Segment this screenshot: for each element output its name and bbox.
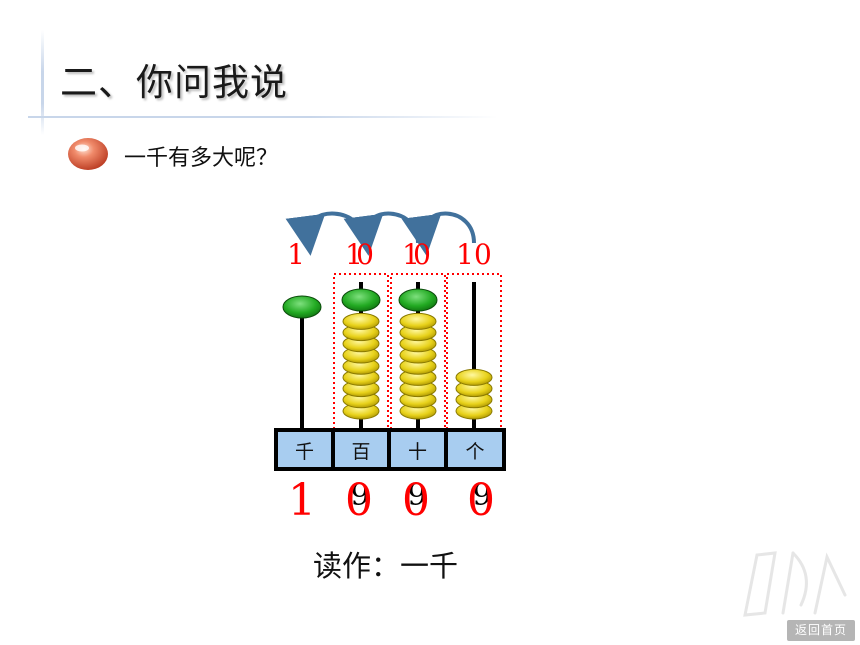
top-place-label: 1	[345, 238, 363, 271]
previous-digit: 9	[472, 478, 491, 513]
place-box	[278, 432, 331, 467]
top-place-label: 10	[456, 238, 492, 271]
title-accent-vertical-line	[41, 30, 44, 135]
question-text: 一千有多大呢？	[124, 146, 279, 171]
green-bead	[341, 288, 381, 312]
place-name-label: 百	[351, 441, 370, 463]
result-digit: 0	[467, 475, 495, 526]
watermark-logo	[743, 551, 847, 617]
top-place-label: 0	[413, 238, 431, 271]
top-place-label: 0	[356, 238, 374, 271]
place-name-label: 十	[408, 441, 427, 463]
top-place-label: 1	[287, 238, 305, 271]
home-button[interactable]: 返回首页	[787, 620, 855, 641]
green-bead	[398, 288, 438, 312]
result-digit: 0	[402, 475, 430, 526]
previous-digit: 9	[350, 478, 369, 513]
green-bead	[282, 295, 322, 319]
yellow-bead	[399, 312, 437, 330]
carry-arrow	[401, 211, 476, 256]
place-box	[448, 432, 502, 467]
result-digit: 1	[288, 475, 316, 526]
place-box	[391, 432, 444, 467]
title-accent-horizontal-line	[28, 116, 498, 118]
result-digit: 0	[345, 475, 373, 526]
place-name-label: 千	[295, 441, 314, 463]
yellow-bead	[455, 368, 493, 386]
top-place-label: 1	[402, 238, 420, 271]
place-name-label: 个	[465, 441, 484, 463]
bullet-ball-icon	[68, 138, 108, 170]
page-title: 二、你问我说	[60, 61, 288, 104]
yellow-bead	[342, 312, 380, 330]
place-box	[335, 432, 387, 467]
reading-text: 读作：一千	[313, 549, 459, 583]
previous-digit: 9	[407, 478, 426, 513]
